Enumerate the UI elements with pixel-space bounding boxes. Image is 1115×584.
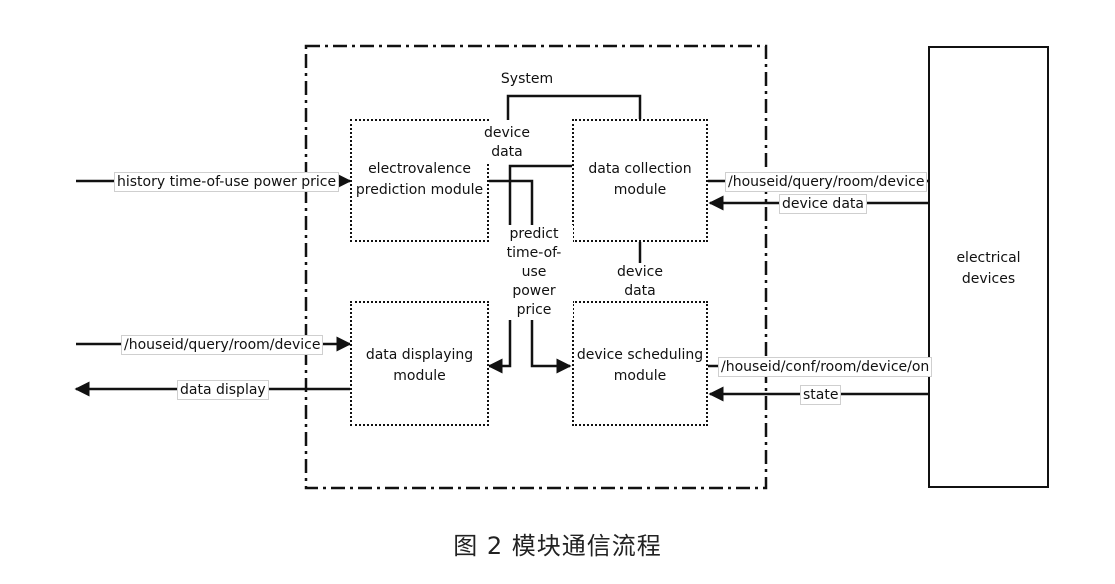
system-label: System bbox=[497, 70, 557, 89]
system-boundary bbox=[304, 44, 768, 490]
electrovalence-prediction-module: electrovalence prediction module bbox=[350, 119, 489, 242]
device-scheduling-module-label: device scheduling module bbox=[576, 347, 704, 384]
data-collection-module-label: data collection module bbox=[588, 161, 692, 198]
system-bracket bbox=[506, 94, 642, 120]
query-in-label: /houseid/query/room/device bbox=[121, 335, 324, 355]
conf-out-label: /houseid/conf/room/device/on bbox=[718, 357, 933, 377]
device-scheduling-module: device scheduling module bbox=[572, 301, 708, 426]
device-data-mid-label: device data bbox=[601, 263, 679, 301]
data-displaying-module: data displaying module bbox=[350, 301, 489, 426]
electrovalence-module-label: electrovalence prediction module bbox=[355, 161, 484, 198]
device-data-right-label: device data bbox=[779, 194, 867, 214]
data-collection-module: data collection module bbox=[572, 119, 708, 242]
query-out-label: /houseid/query/room/device bbox=[725, 172, 928, 192]
data-displaying-module-label: data displaying module bbox=[365, 347, 474, 384]
electrical-devices-box: electrical devices bbox=[928, 46, 1049, 488]
state-label: state bbox=[800, 385, 842, 405]
device-data-top-label: device data bbox=[484, 124, 530, 162]
predict-price-label: predict time-of-use power price bbox=[495, 225, 573, 320]
data-display-label: data display bbox=[177, 380, 269, 400]
history-price-label: history time-of-use power price bbox=[114, 172, 340, 192]
electrical-devices-label: electrical devices bbox=[956, 250, 1021, 287]
figure-caption: 图 2 模块通信流程 bbox=[453, 532, 662, 560]
